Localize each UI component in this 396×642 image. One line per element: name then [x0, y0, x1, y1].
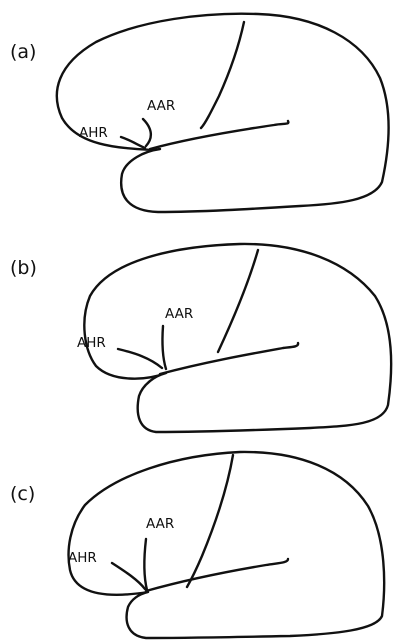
panel-b: (b) AAR AHR — [10, 244, 391, 432]
panel-c: (c) AAR AHR — [10, 452, 384, 638]
panel-c-central-sulcus — [187, 455, 233, 587]
panel-a-central-sulcus — [201, 22, 244, 128]
panel-b-aar-ramus — [162, 326, 166, 369]
panel-b-letter: (b) — [10, 257, 37, 279]
panel-b-inferior-lobe-contour — [160, 343, 298, 374]
panel-c-aar-label: AAR — [146, 516, 174, 532]
panel-b-ahr-label: AHR — [77, 335, 106, 351]
panel-c-ahr-ramus — [112, 563, 145, 589]
panel-a-brain-outline — [57, 14, 389, 212]
panel-a-inferior-lobe-contour — [150, 121, 288, 149]
panel-a: (a) AAR AHR — [10, 14, 389, 212]
panel-b-central-sulcus — [218, 250, 258, 352]
panel-b-aar-label: AAR — [165, 306, 193, 322]
panel-c-inferior-lobe-contour — [146, 559, 288, 591]
panel-a-aar-ramus — [143, 119, 151, 146]
panel-c-aar-ramus — [144, 539, 147, 590]
panel-c-ahr-label: AHR — [68, 550, 97, 566]
panel-a-aar-label: AAR — [147, 98, 175, 114]
panel-c-brain-outline — [69, 452, 385, 638]
panel-a-ahr-ramus — [121, 137, 145, 148]
panel-a-ahr-label: AHR — [79, 125, 108, 141]
panel-b-brain-outline — [84, 244, 391, 432]
panel-c-letter: (c) — [10, 483, 35, 505]
panel-a-letter: (a) — [10, 41, 36, 63]
panel-b-ahr-ramus — [118, 349, 162, 368]
